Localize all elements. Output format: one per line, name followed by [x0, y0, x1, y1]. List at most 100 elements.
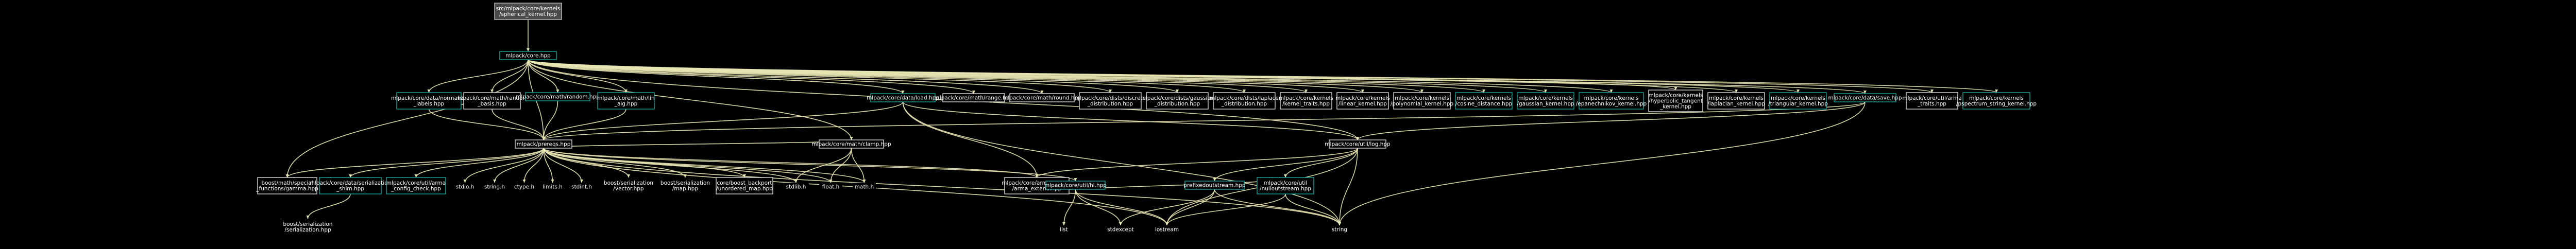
node-label: mlpack/core/math/random	[456, 95, 528, 101]
node-shim[interactable]: mlpack/core/data/serialization_shim.hpp	[310, 177, 392, 194]
node-label: /serialization.hpp	[284, 227, 331, 233]
node-unordered_map[interactable]: core/boost_backport/unordered_map.hpp	[716, 177, 773, 194]
node-label: mlpack/core/data/normalize	[391, 95, 467, 101]
node-label: _distribution.hpp	[1154, 101, 1200, 107]
edge-save-to-string	[1339, 101, 1866, 226]
node-polynomial_kernel[interactable]: mlpack/core/kernels/polynomial_kernel.hp…	[1391, 92, 1454, 110]
node-box	[569, 183, 594, 191]
node-label: mlpack/core/util/arma	[386, 180, 446, 186]
node-kernel_traits[interactable]: mlpack/core/kernels/kernel_traits.hpp	[1279, 92, 1333, 110]
node-box	[1455, 92, 1513, 110]
edge-normalize_labels-to-prereqs	[428, 109, 544, 140]
node-discrete[interactable]: mlpack/core/dists/discrete_distribution.…	[1075, 92, 1146, 110]
arrowhead-util_hpp-to-list	[1062, 222, 1065, 225]
node-epanechnikov[interactable]: mlpack/core/kernels/epanechnikov_kernel.…	[1576, 92, 1647, 110]
node-gaussian_kernel[interactable]: mlpack/core/kernels/gaussian_kernel.hpp	[1517, 92, 1574, 110]
node-box	[499, 51, 557, 60]
node-label: /vector.hpp	[613, 186, 644, 192]
node-laplacian[interactable]: mlpack/core/kernels/laplacian_kernel.hpp	[1707, 92, 1765, 110]
node-label: mlpack/core/util/log.hpp	[1325, 141, 1391, 148]
edge-core-to-load	[528, 59, 904, 94]
edge-util_hpp-to-iostream	[1075, 189, 1167, 226]
node-round[interactable]: mlpack/core/math/round.hpp	[1003, 93, 1081, 102]
node-map: boost/serialization/map.hpp	[659, 177, 711, 194]
node-prereqs[interactable]: mlpack/prereqs.hpp	[515, 139, 572, 149]
edge-core-to-clamp	[528, 59, 852, 140]
node-random_basis[interactable]: mlpack/core/math/random_basis.hpp	[456, 92, 528, 110]
node-label: mlpack/core/math/range.hpp	[935, 95, 1013, 101]
edge-prereqs-to-string_h	[494, 148, 544, 183]
node-box	[1329, 139, 1386, 149]
node-pspectrum[interactable]: mlpack/core/kernels/pspectrum_string_ker…	[1956, 92, 2037, 110]
node-range[interactable]: mlpack/core/math/range.hpp	[935, 93, 1013, 102]
node-triangular[interactable]: mlpack/core/kernels/triangular_kernel.hp…	[1768, 92, 1828, 110]
node-random[interactable]: mlpack/core/math/random.hpp	[516, 92, 600, 101]
node-prefixedoutstream[interactable]: prefixedoutstream.hpp	[1183, 181, 1246, 190]
edge-prefixedoutstream-to-string	[1214, 189, 1340, 226]
node-arma_config[interactable]: mlpack/core/util/arma_config_check.hpp	[386, 177, 446, 194]
edge-clamp-to-stdlib	[795, 148, 852, 183]
node-lin_alg[interactable]: mlpack/core/math/lin_alg.hpp	[597, 92, 655, 110]
arrowhead-prereqs-to-shim	[349, 174, 352, 177]
node-hyperbolic[interactable]: mlpack/core/kernels/hyperbolic_tangent_k…	[1648, 90, 1703, 112]
arrowhead-core-to-laplacian	[1735, 90, 1738, 93]
node-nulloutstream[interactable]: mlpack/core/util/nulloutstream.hpp	[1257, 177, 1314, 194]
arrowhead-core-to-linear_kernel	[1361, 90, 1364, 93]
edge-prefixedoutstream-to-iostream	[1166, 189, 1215, 226]
node-label: mlpack/core/kernels	[1771, 95, 1825, 101]
edge-prereqs-to-stdio	[464, 148, 544, 183]
node-box	[257, 177, 317, 194]
node-box	[1184, 181, 1245, 190]
node-label: iostream	[1155, 227, 1179, 233]
edge-lin_alg-to-prereqs	[543, 109, 626, 140]
node-ctype: ctype.h	[513, 183, 536, 191]
node-save[interactable]: mlpack/core/data/save.hpp	[1828, 93, 1902, 102]
node-box	[1146, 92, 1209, 110]
node-float: float.h	[819, 183, 842, 191]
node-label: _distribution.hpp	[1087, 101, 1133, 107]
edge-core-to-round	[528, 59, 1043, 94]
node-box	[1834, 93, 1896, 102]
node-arma_traits[interactable]: mlpack/core/util/arma_traits.hpp	[1902, 92, 1962, 110]
node-box	[1517, 92, 1574, 110]
node-util_hpp[interactable]: mlpack/core/util/hl.hpp	[1044, 181, 1107, 190]
edge-save-to-log	[1357, 101, 1866, 140]
node-label: stdlib.h	[786, 184, 806, 190]
node-laplace_dist[interactable]: mlpack/core/dists/laplace_distribution.h…	[1210, 92, 1279, 110]
node-clamp[interactable]: mlpack/core/math/clamp.hpp	[811, 139, 891, 149]
edge-random_basis-to-prereqs	[492, 109, 544, 140]
edge-core-to-range	[528, 59, 974, 94]
node-label: mlpack/prereqs.hpp	[517, 141, 571, 148]
node-gaussian_dist[interactable]: mlpack/core/dists/gaussian_distribution.…	[1141, 92, 1214, 110]
arrowhead-core-to-save	[1863, 91, 1867, 94]
node-label: boost/serialization	[604, 180, 653, 186]
node-stdint: stdint.h	[569, 183, 594, 191]
arrowhead-core-to-load	[901, 91, 905, 94]
arrowhead-log-to-nulloutstream	[1284, 174, 1287, 177]
node-log[interactable]: mlpack/core/util/log.hpp	[1325, 139, 1391, 149]
node-box	[463, 92, 521, 110]
node-label: boost/math/special	[261, 180, 313, 186]
node-box	[525, 92, 590, 101]
arrowhead-core-to-hyperbolic	[1674, 87, 1677, 90]
arrowhead-core-to-cosine_distance	[1482, 90, 1485, 93]
node-box	[603, 177, 654, 194]
node-box	[659, 177, 711, 194]
node-gamma[interactable]: boost/math/special_functions/gamma.hpp	[256, 177, 318, 194]
node-normalize_labels[interactable]: mlpack/core/data/normalize_labels.hpp	[391, 92, 467, 110]
node-label: list	[1060, 227, 1067, 233]
node-box	[541, 183, 564, 191]
node-core[interactable]: mlpack/core.hpp	[499, 51, 557, 60]
node-label: prefixedoutstream.hpp	[1183, 183, 1245, 189]
node-load[interactable]: mlpack/core/data/load.hpp	[867, 93, 939, 102]
arrowhead-core-to-laplace_dist	[1243, 90, 1246, 93]
node-cosine_distance[interactable]: mlpack/core/kernels/cosine_distance.hpp	[1455, 92, 1513, 110]
node-box	[1769, 92, 1827, 110]
node-label: /nulloutstream.hpp	[1260, 186, 1311, 192]
arrowhead-root-to-core	[527, 48, 530, 51]
node-root[interactable]: src/mlpack/core/kernels/spherical_kernel…	[494, 3, 562, 20]
node-box	[1213, 92, 1276, 110]
edge-prereqs-to-util_hpp	[543, 148, 1076, 182]
node-linear_kernel[interactable]: mlpack/core/kernels/linear_kernel.hpp	[1335, 92, 1390, 110]
edge-load-to-prereqs	[543, 101, 904, 140]
